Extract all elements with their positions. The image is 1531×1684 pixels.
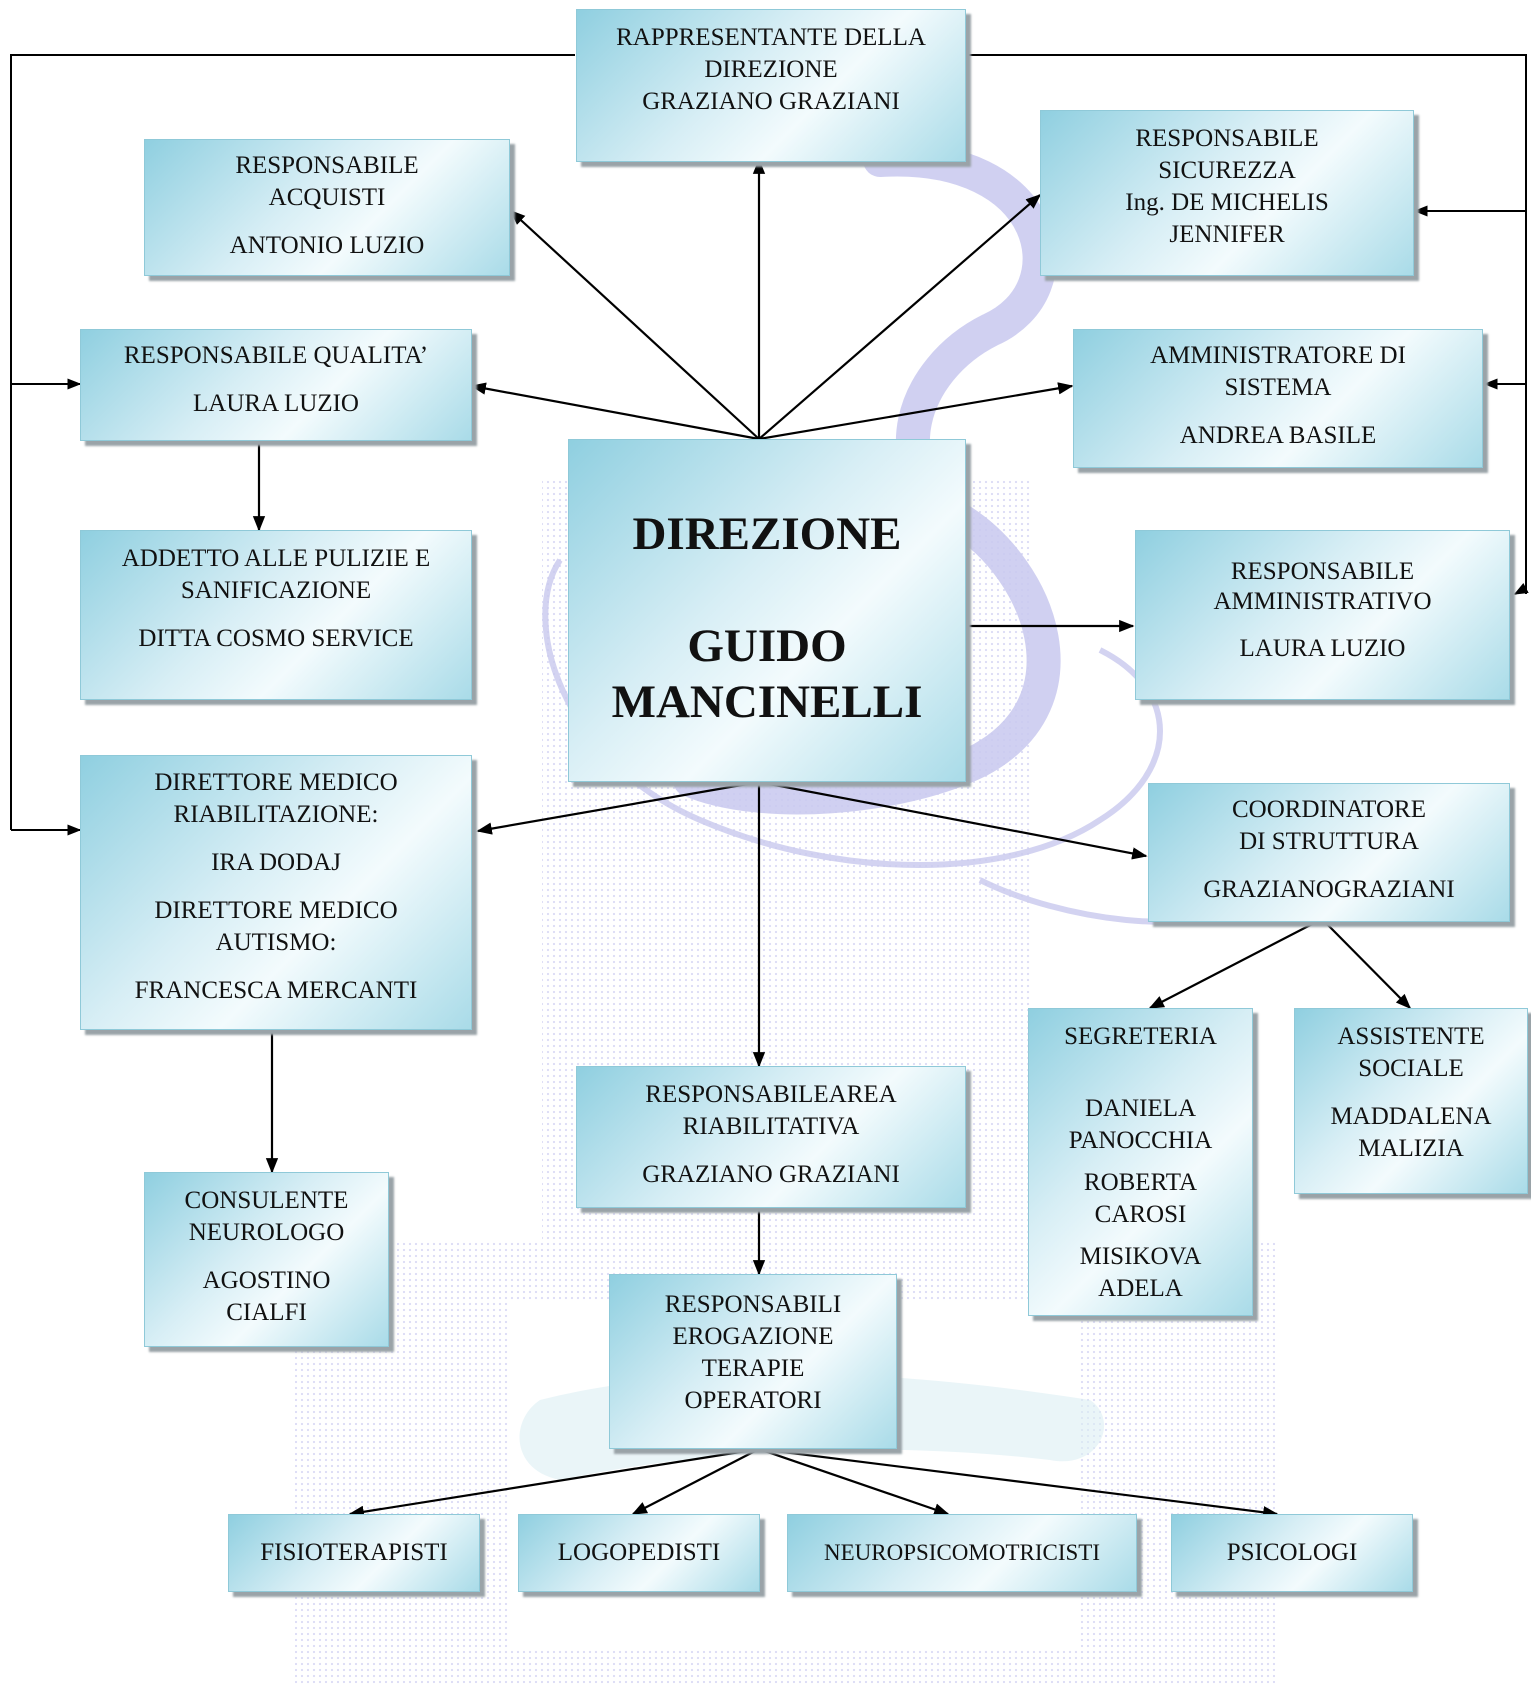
box-addetto-pulizie: ADDETTO ALLE PULIZIE E SANIFICAZIONE DIT…	[80, 530, 472, 700]
pulizie-role-line-2: SANIFICAZIONE	[180, 577, 372, 604]
direttore-role-2-line-2: AUTISMO:	[215, 929, 337, 956]
direzione-bottom-arrows	[476, 780, 1148, 1068]
sicurezza-line-1: RESPONSABILE	[1135, 125, 1319, 152]
coordinatore-arrows	[1148, 918, 1412, 1010]
erogazione-line-1: RESPONSABILI	[664, 1291, 842, 1318]
rappresentante-line-2: DIREZIONE	[704, 56, 838, 83]
direzione-name-line-1: GUIDO	[687, 620, 847, 672]
sistema-role-line-1: AMMINISTRATORE DI	[1150, 342, 1406, 369]
direzione-top-arrows	[470, 158, 1074, 441]
assistente-role-line-2: SOCIALE	[1358, 1055, 1464, 1082]
pulizie-role-line-1: ADDETTO ALLE PULIZIE E	[121, 545, 431, 572]
direttore-name-1: IRA DODAJ	[211, 849, 341, 876]
neuropsicomotricisti-label: NEUROPSICOMOTRICISTI	[823, 1540, 1101, 1565]
direzione-name-line-2: MANCINELLI	[611, 676, 923, 728]
box-responsabile-sicurezza: RESPONSABILE SICUREZZA Ing. DE MICHELIS …	[1040, 110, 1414, 276]
box-segreteria: SEGRETERIA DANIELA PANOCCHIA ROBERTA CAR…	[1028, 1008, 1253, 1316]
qualita-name: LAURA LUZIO	[193, 390, 359, 417]
coordinatore-role-line-1: COORDINATORE	[1232, 796, 1426, 823]
acquisti-name: ANTONIO LUZIO	[229, 232, 425, 259]
box-logopedisti: LOGOPEDISTI	[518, 1514, 760, 1592]
direttore-role-2-line-1: DIRETTORE MEDICO	[154, 897, 398, 924]
box-amministratore-sistema: AMMINISTRATORE DI SISTEMA ANDREA BASILE	[1073, 329, 1483, 468]
box-neuropsicomotricisti: NEUROPSICOMOTRICISTI	[787, 1514, 1137, 1592]
box-fisioterapisti: FISIOTERAPISTI	[228, 1514, 480, 1592]
connector-to-amministrativo	[1513, 583, 1529, 595]
riabilitativa-role-line-1: RESPONSABILEAREA	[645, 1081, 897, 1108]
box-responsabile-acquisti: RESPONSABILE ACQUISTI ANTONIO LUZIO	[144, 139, 510, 276]
riabilitativa-name: GRAZIANO GRAZIANI	[642, 1161, 900, 1188]
segreteria-name-3-line-1: MISIKOVA	[1079, 1243, 1202, 1270]
coordinatore-name: GRAZIANOGRAZIANI	[1203, 876, 1455, 903]
segreteria-name-1-line-1: DANIELA	[1084, 1095, 1197, 1122]
pulizie-name: DITTA COSMO SERVICE	[138, 625, 414, 652]
direttore-role-1-line-2: RIABILITAZIONE:	[173, 801, 379, 828]
box-consulente-neurologo: CONSULENTE NEUROLOGO AGOSTINO CIALFI	[144, 1172, 389, 1347]
sistema-role-line-2: SISTEMA	[1224, 374, 1332, 401]
box-responsabili-erogazione: RESPONSABILI EROGAZIONE TERAPIE OPERATOR…	[609, 1274, 897, 1449]
consulente-role-line-1: CONSULENTE	[184, 1187, 349, 1214]
left-outer-connector	[10, 54, 575, 830]
erogazione-line-3: TERAPIE	[701, 1355, 805, 1382]
sistema-name: ANDREA BASILE	[1179, 422, 1377, 449]
rappresentante-line-1: RAPPRESENTANTE DELLA	[616, 24, 926, 51]
direttore-role-1-line-1: DIRETTORE MEDICO	[154, 769, 398, 796]
coordinatore-role-line-2: DI STRUTTURA	[1239, 828, 1419, 855]
box-psicologi: PSICOLOGI	[1171, 1514, 1413, 1592]
consulente-name-line-1: AGOSTINO	[202, 1267, 331, 1294]
box-rappresentante-direzione: RAPPRESENTANTE DELLA DIREZIONE GRAZIANO …	[576, 9, 966, 162]
assistente-role-line-1: ASSISTENTE	[1337, 1023, 1485, 1050]
amministrativo-role-line-2: AMMINISTRATIVO	[1213, 588, 1432, 615]
psicologi-label: PSICOLOGI	[1226, 1539, 1358, 1566]
box-responsabile-area-riabilitativa: RESPONSABILEAREA RIABILITATIVA GRAZIANO …	[576, 1066, 966, 1208]
assistente-name-line-2: MALIZIA	[1358, 1135, 1464, 1162]
erogazione-line-2: EROGAZIONE	[672, 1323, 834, 1350]
right-outer-connector	[965, 54, 1527, 594]
segreteria-title: SEGRETERIA	[1064, 1023, 1217, 1050]
consulente-role-line-2: NEUROLOGO	[188, 1219, 345, 1246]
amministrativo-name: LAURA LUZIO	[1239, 635, 1406, 662]
segreteria-name-1-line-2: PANOCCHIA	[1068, 1127, 1213, 1154]
rappresentante-line-3: GRAZIANO GRAZIANI	[642, 88, 900, 115]
erogazione-arrows	[348, 1447, 1279, 1519]
consulente-name-line-2: CIALFI	[226, 1299, 307, 1326]
sicurezza-line-4: JENNIFER	[1169, 221, 1285, 248]
sicurezza-line-2: SICUREZZA	[1158, 157, 1296, 184]
direttore-name-2: FRANCESCA MERCANTI	[134, 977, 418, 1004]
acquisti-role-line-1: RESPONSABILE	[235, 152, 419, 179]
direzione-title: DIREZIONE	[632, 508, 902, 560]
box-assistente-sociale: ASSISTENTE SOCIALE MADDALENA MALIZIA	[1294, 1008, 1528, 1194]
segreteria-name-2-line-1: ROBERTA	[1083, 1169, 1198, 1196]
riabilitativa-role-line-2: RIABILITATIVA	[682, 1113, 860, 1140]
segreteria-name-2-line-2: CAROSI	[1094, 1201, 1187, 1228]
qualita-role: RESPONSABILE QUALITA’	[123, 342, 429, 369]
sicurezza-line-3: Ing. DE MICHELIS	[1125, 189, 1329, 216]
acquisti-role-line-2: ACQUISTI	[268, 184, 386, 211]
box-coordinatore-struttura: COORDINATORE DI STRUTTURA GRAZIANOGRAZIA…	[1148, 783, 1510, 922]
box-responsabile-qualita: RESPONSABILE QUALITA’ LAURA LUZIO	[80, 329, 472, 441]
segreteria-name-3-line-2: ADELA	[1098, 1275, 1183, 1302]
assistente-name-line-1: MADDALENA	[1330, 1103, 1492, 1130]
amministrativo-role-line-1: RESPONSABILE	[1230, 558, 1415, 585]
box-responsabile-amministrativo: RESPONSABILE AMMINISTRATIVO LAURA LUZIO	[1135, 530, 1510, 700]
logopedisti-label: LOGOPEDISTI	[557, 1539, 721, 1566]
fisioterapisti-label: FISIOTERAPISTI	[260, 1539, 448, 1566]
erogazione-line-4: OPERATORI	[684, 1387, 822, 1414]
box-direzione: DIREZIONE GUIDO MANCINELLI	[568, 439, 966, 782]
box-direttore-medico: DIRETTORE MEDICO RIABILITAZIONE: IRA DOD…	[80, 755, 472, 1030]
